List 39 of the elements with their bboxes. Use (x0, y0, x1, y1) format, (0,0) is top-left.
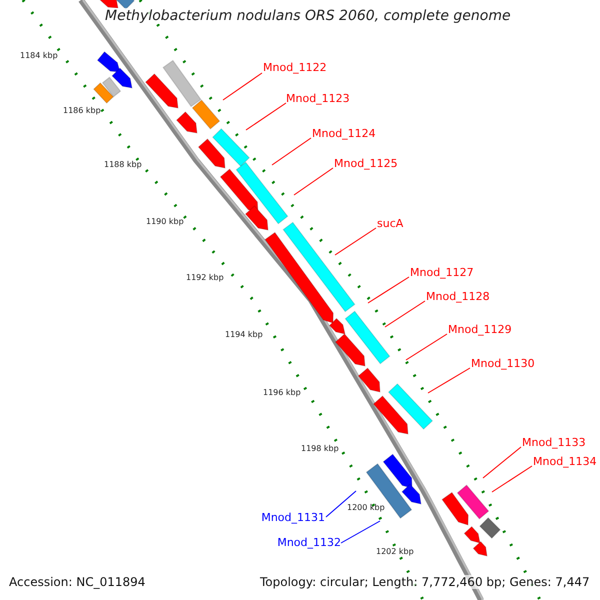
scale-label: 1202 kbp (376, 547, 414, 556)
gene-label: sucA (377, 217, 404, 230)
leader-line (334, 228, 376, 256)
scale-label: 1194 kbp (225, 330, 263, 339)
gene-label: Mnod_1130 (471, 357, 535, 370)
gene-label: Mnod_1128 (426, 290, 490, 303)
leader-line (326, 490, 356, 518)
leader-line (482, 446, 522, 478)
gene-label: Mnod_1124 (312, 127, 376, 140)
scale-label: 1192 kbp (186, 273, 224, 282)
leader-line (428, 368, 470, 394)
gene-label: Mnod_1129 (448, 323, 512, 336)
scale-label: 1190 kbp (146, 217, 184, 226)
scale-label: 1198 kbp (301, 444, 339, 453)
leader-line (246, 102, 286, 130)
gene-label: Mnod_1134 (533, 455, 597, 468)
gene-label: Mnod_1131 (261, 511, 325, 524)
leader-line (384, 300, 426, 328)
gene-label: Mnod_1127 (410, 266, 474, 279)
map-title: Methylobacterium nodulans ORS 2060, complete genome (103, 8, 513, 24)
gene-label: Mnod_1133 (522, 436, 586, 449)
leader-line (406, 334, 448, 360)
accession-text: Accession: NC_011894 (9, 575, 146, 589)
gene-label: Mnod_1125 (334, 157, 398, 170)
genome-summary-text: Topology: circular; Length: 7,772,460 bp; Genes: 7,447 (260, 575, 590, 589)
leader-line (272, 138, 312, 166)
scale-label: 1200 kbp (347, 503, 385, 512)
leader-line (368, 276, 410, 304)
scale-label: 1196 kbp (263, 388, 301, 397)
scale-label: 1184 kbp (20, 51, 58, 60)
gene-label: Mnod_1132 (277, 536, 341, 549)
leader-line (340, 520, 380, 544)
scale-label: 1186 kbp (63, 106, 101, 115)
gene-label: Mnod_1123 (286, 92, 350, 105)
scale-label: 1188 kbp (104, 160, 142, 169)
leader-line (492, 466, 532, 492)
gene-label: Mnod_1122 (263, 61, 327, 74)
leader-line (222, 72, 262, 100)
leader-line (294, 168, 334, 196)
